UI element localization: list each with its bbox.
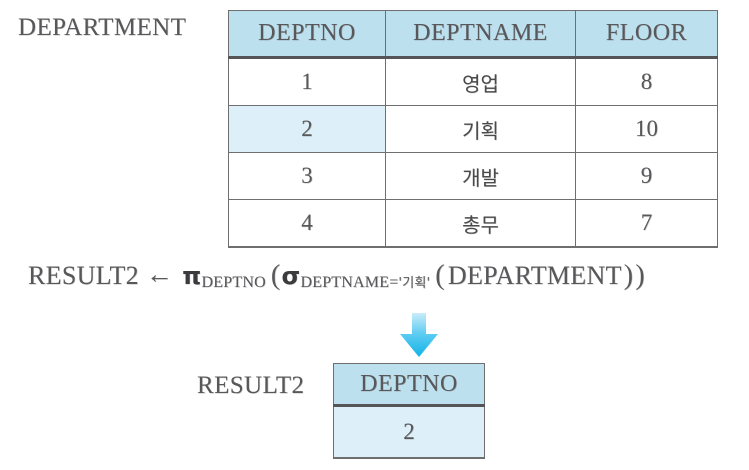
expression-result-name: RESULT2 [28,261,139,290]
result-table: DEPTNO 2 [333,363,485,459]
close-paren-inner: ) [623,260,634,291]
result-column-header-deptno: DEPTNO [333,363,485,407]
table-row: 2 기획 10 [228,105,718,153]
cell-floor: 8 [575,57,718,106]
cell-floor: 7 [575,199,718,248]
assignment-arrow-symbol: ← [145,259,174,289]
selection-symbol: σ [281,262,301,290]
result-table-body: 2 [333,405,485,459]
relational-algebra-expression: RESULT2 ← π DEPTNO ( σ DEPTNAME= '기획' ( … [28,259,645,291]
cell-floor: 9 [575,152,718,200]
cell-deptname: 총무 [385,199,576,248]
column-header-deptname: DEPTNAME [385,10,576,59]
table-row: 4 총무 7 [228,199,718,248]
column-header-floor: FLOOR [575,10,718,59]
cell-deptno-selected: 2 [228,105,386,153]
projection-attributes: DEPTNO [201,274,266,291]
cell-floor: 10 [575,105,718,153]
table-header-row: DEPTNO [333,363,485,407]
result-table-head: DEPTNO [333,363,485,407]
expression-operand-relation: DEPARTMENT [447,261,622,290]
cell-deptno: 1 [228,57,386,106]
result-relation-label: RESULT2 [197,372,305,399]
projection-symbol: π [182,262,202,290]
table-row: 1 영업 8 [228,57,718,106]
cell-deptname: 개발 [385,152,576,200]
department-table-body: 1 영업 8 2 기획 10 3 개발 9 4 총무 7 [228,57,718,248]
department-table: DEPTNO DEPTNAME FLOOR 1 영업 8 2 기획 10 3 개… [228,10,718,248]
close-paren-outer: ) [635,260,645,291]
cell-deptno: 4 [228,199,386,248]
result-cell-deptno: 2 [333,405,485,459]
cell-deptno: 3 [228,152,386,200]
selection-condition-attribute: DEPTNAME= [300,274,399,291]
cell-deptname: 영업 [385,57,576,106]
department-table-head: DEPTNO DEPTNAME FLOOR [228,10,718,59]
table-row: 3 개발 9 [228,152,718,200]
down-arrow-icon [400,313,438,357]
table-header-row: DEPTNO DEPTNAME FLOOR [228,10,718,59]
open-paren-inner: ( [435,260,445,291]
cell-deptname: 기획 [385,105,576,153]
column-header-deptno: DEPTNO [228,10,386,59]
table-row: 2 [333,405,485,459]
selection-condition-value: '기획' [398,276,431,291]
source-relation-label: DEPARTMENT [18,14,187,41]
open-paren-outer: ( [270,260,281,291]
